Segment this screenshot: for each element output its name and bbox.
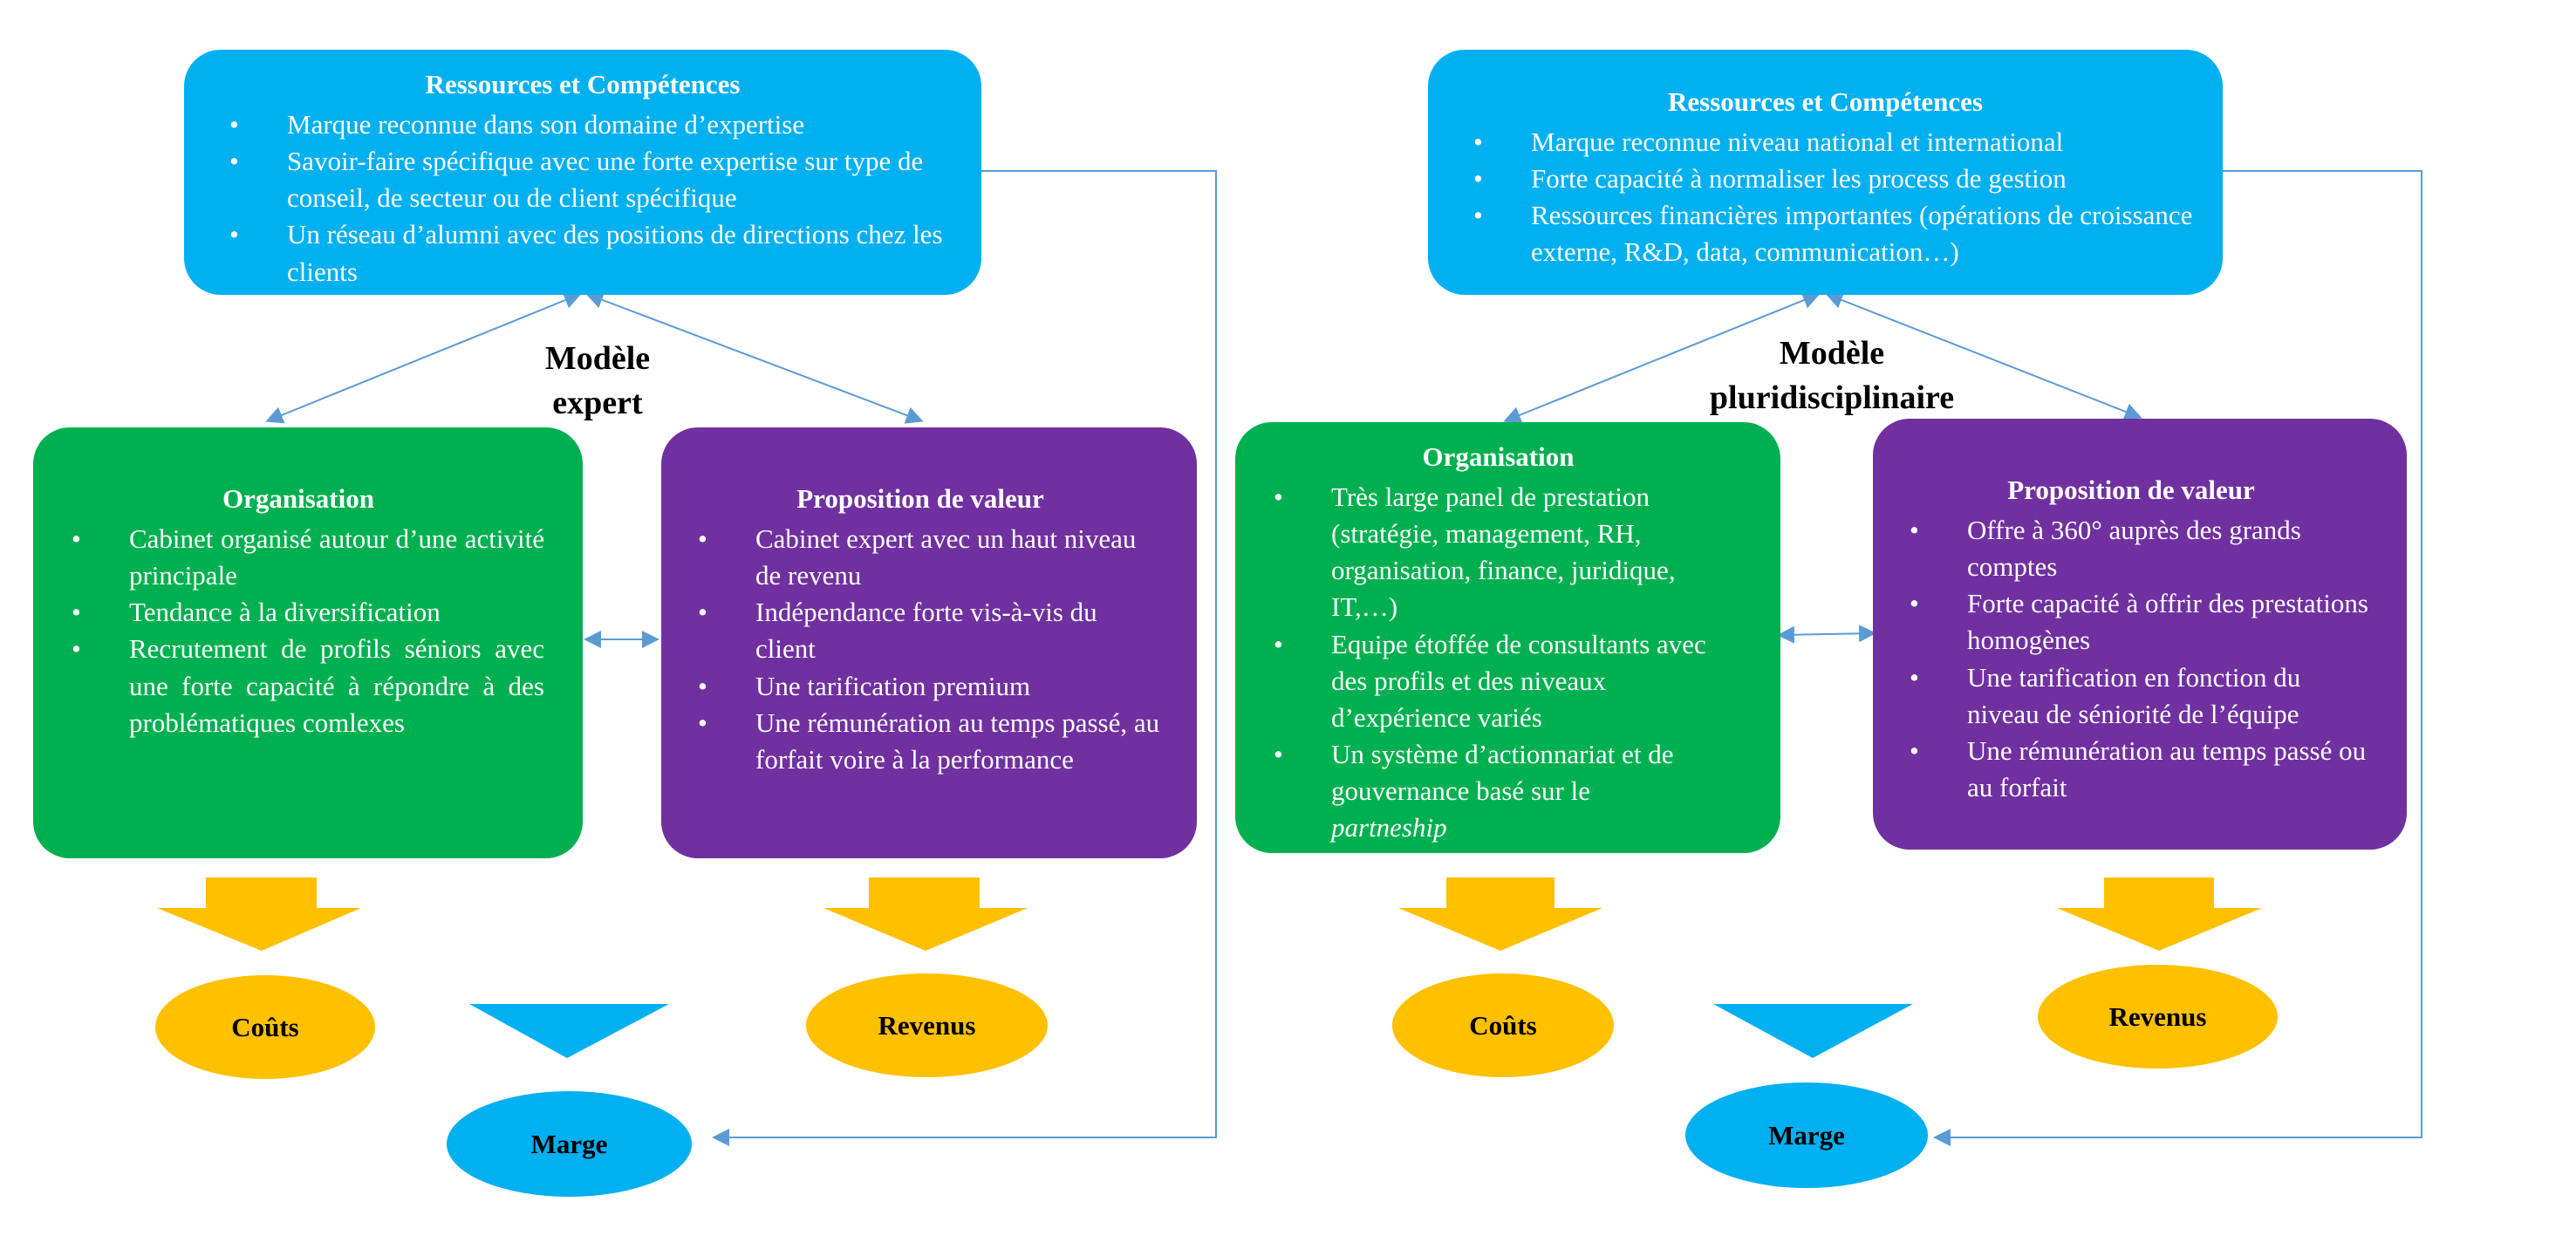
- right-organisation-list: Très large panel de prestation (stratégi…: [1254, 479, 1742, 847]
- right-costs-label: Coûts: [1469, 1009, 1537, 1041]
- left-margin-ellipse: Marge: [447, 1091, 692, 1197]
- right-connector-organisation-proposition: [1777, 625, 1876, 644]
- right-proposition-box: Proposition de valeur Offre à 360° auprè…: [1873, 419, 2407, 850]
- list-item: Marque reconnue niveau national et inter…: [1454, 124, 2197, 160]
- left-arrow-costs: [157, 877, 361, 951]
- left-costs-ellipse: Coûts: [155, 975, 375, 1079]
- list-item: Forte capacité à normaliser les process …: [1454, 160, 2197, 197]
- list-item: Ressources financières importantes (opér…: [1454, 197, 2197, 270]
- right-model-title-line2: pluridisciplinaire: [1709, 379, 1955, 416]
- right-model-title: Modèle pluridisciplinaire: [1649, 331, 2015, 420]
- right-margin-ellipse: Marge: [1685, 1082, 1928, 1188]
- list-item: Un réseau d’alumni avec des positions de…: [210, 216, 955, 290]
- right-connector-resources-proposition: [1825, 291, 2142, 420]
- list-item: Marque reconnue dans son domaine d’exper…: [210, 106, 955, 143]
- list-item: Cabinet expert avec un haut niveau de re…: [679, 521, 1162, 594]
- left-arrow-revenues: [823, 877, 1028, 951]
- list-item: Une tarification premium: [679, 668, 1162, 705]
- right-revenues-ellipse: Revenus: [2038, 965, 2278, 1069]
- list-item: Une rémunération au temps passé ou au fo…: [1890, 733, 2372, 806]
- list-item: Une rémunération au temps passé, au forf…: [679, 705, 1162, 778]
- left-organisation-title: Organisation: [222, 483, 374, 514]
- left-organisation-box: Organisation Cabinet organisé autour d’u…: [33, 427, 583, 858]
- left-costs-label: Coûts: [231, 1011, 299, 1042]
- list-item: Un système d’actionnariat et de gouverna…: [1254, 736, 1742, 846]
- list-item: Indépendance forte vis-à-vis du client: [679, 594, 1162, 667]
- left-proposition-list: Cabinet expert avec un haut niveau de re…: [679, 521, 1162, 778]
- list-item-italic: partneship: [1331, 812, 1447, 843]
- right-proposition-title: Proposition de valeur: [2007, 475, 2255, 505]
- right-connector-resources-margin: [1933, 170, 2422, 1146]
- left-resources-list: Marque reconnue dans son domaine d’exper…: [210, 106, 955, 290]
- list-item: Cabinet organisé autour d’une activité p…: [52, 521, 544, 594]
- list-item-text: Un système d’actionnariat et de gouverna…: [1331, 739, 1674, 807]
- right-organisation-box: Organisation Très large panel de prestat…: [1235, 422, 1780, 853]
- right-resources-box: Ressources et Compétences Marque reconnu…: [1428, 50, 2223, 295]
- right-arrow-revenues: [2057, 877, 2262, 951]
- right-proposition-list: Offre à 360° auprès des grands comptes F…: [1890, 512, 2372, 806]
- left-revenues-ellipse: Revenus: [806, 973, 1048, 1077]
- right-resources-title: Ressources et Compétences: [1668, 86, 1983, 117]
- left-revenues-label: Revenus: [878, 1009, 976, 1041]
- list-item: Recrutement de profils séniors avec une …: [52, 631, 544, 741]
- list-item: Equipe étoffée de consultants avec des p…: [1254, 626, 1742, 736]
- right-revenues-label: Revenus: [2108, 1000, 2207, 1032]
- left-connector-resources-margin: [712, 170, 1217, 1146]
- right-model-title-line1: Modèle: [1779, 335, 1885, 372]
- left-model-title-line2: expert: [552, 384, 643, 421]
- left-model-title: Modèle expert: [489, 337, 707, 425]
- list-item: Tendance à la diversification: [52, 594, 544, 631]
- right-connector-resources-organisation: [1503, 291, 1821, 424]
- right-costs-ellipse: Coûts: [1392, 973, 1614, 1077]
- list-item: Offre à 360° auprès des grands comptes: [1890, 512, 2372, 585]
- list-item: Très large panel de prestation (stratégi…: [1254, 479, 1742, 626]
- right-resources-list: Marque reconnue niveau national et inter…: [1454, 124, 2197, 271]
- right-organisation-title: Organisation: [1422, 441, 1575, 472]
- list-item: Une tarification en fonction du niveau d…: [1890, 659, 2372, 733]
- left-resources-title: Ressources et Compétences: [425, 69, 741, 99]
- right-triangle-margin: [1713, 1004, 1913, 1058]
- right-arrow-costs: [1398, 877, 1602, 951]
- left-resources-box: Ressources et Compétences Marque reconnu…: [184, 50, 981, 295]
- left-connector-resources-proposition: [585, 291, 924, 424]
- list-item: Forte capacité à offrir des prestations …: [1890, 585, 2372, 659]
- left-model-title-line1: Modèle: [544, 340, 651, 377]
- right-margin-label: Marge: [1768, 1119, 1845, 1151]
- left-connector-resources-organisation: [265, 291, 582, 424]
- left-proposition-title: Proposition de valeur: [796, 483, 1044, 514]
- left-proposition-box: Proposition de valeur Cabinet expert ave…: [661, 427, 1197, 858]
- left-margin-label: Marge: [530, 1128, 608, 1159]
- left-organisation-list: Cabinet organisé autour d’une activité p…: [52, 521, 544, 741]
- left-triangle-margin: [469, 1004, 669, 1058]
- list-item: Savoir-faire spécifique avec une forte e…: [210, 143, 955, 216]
